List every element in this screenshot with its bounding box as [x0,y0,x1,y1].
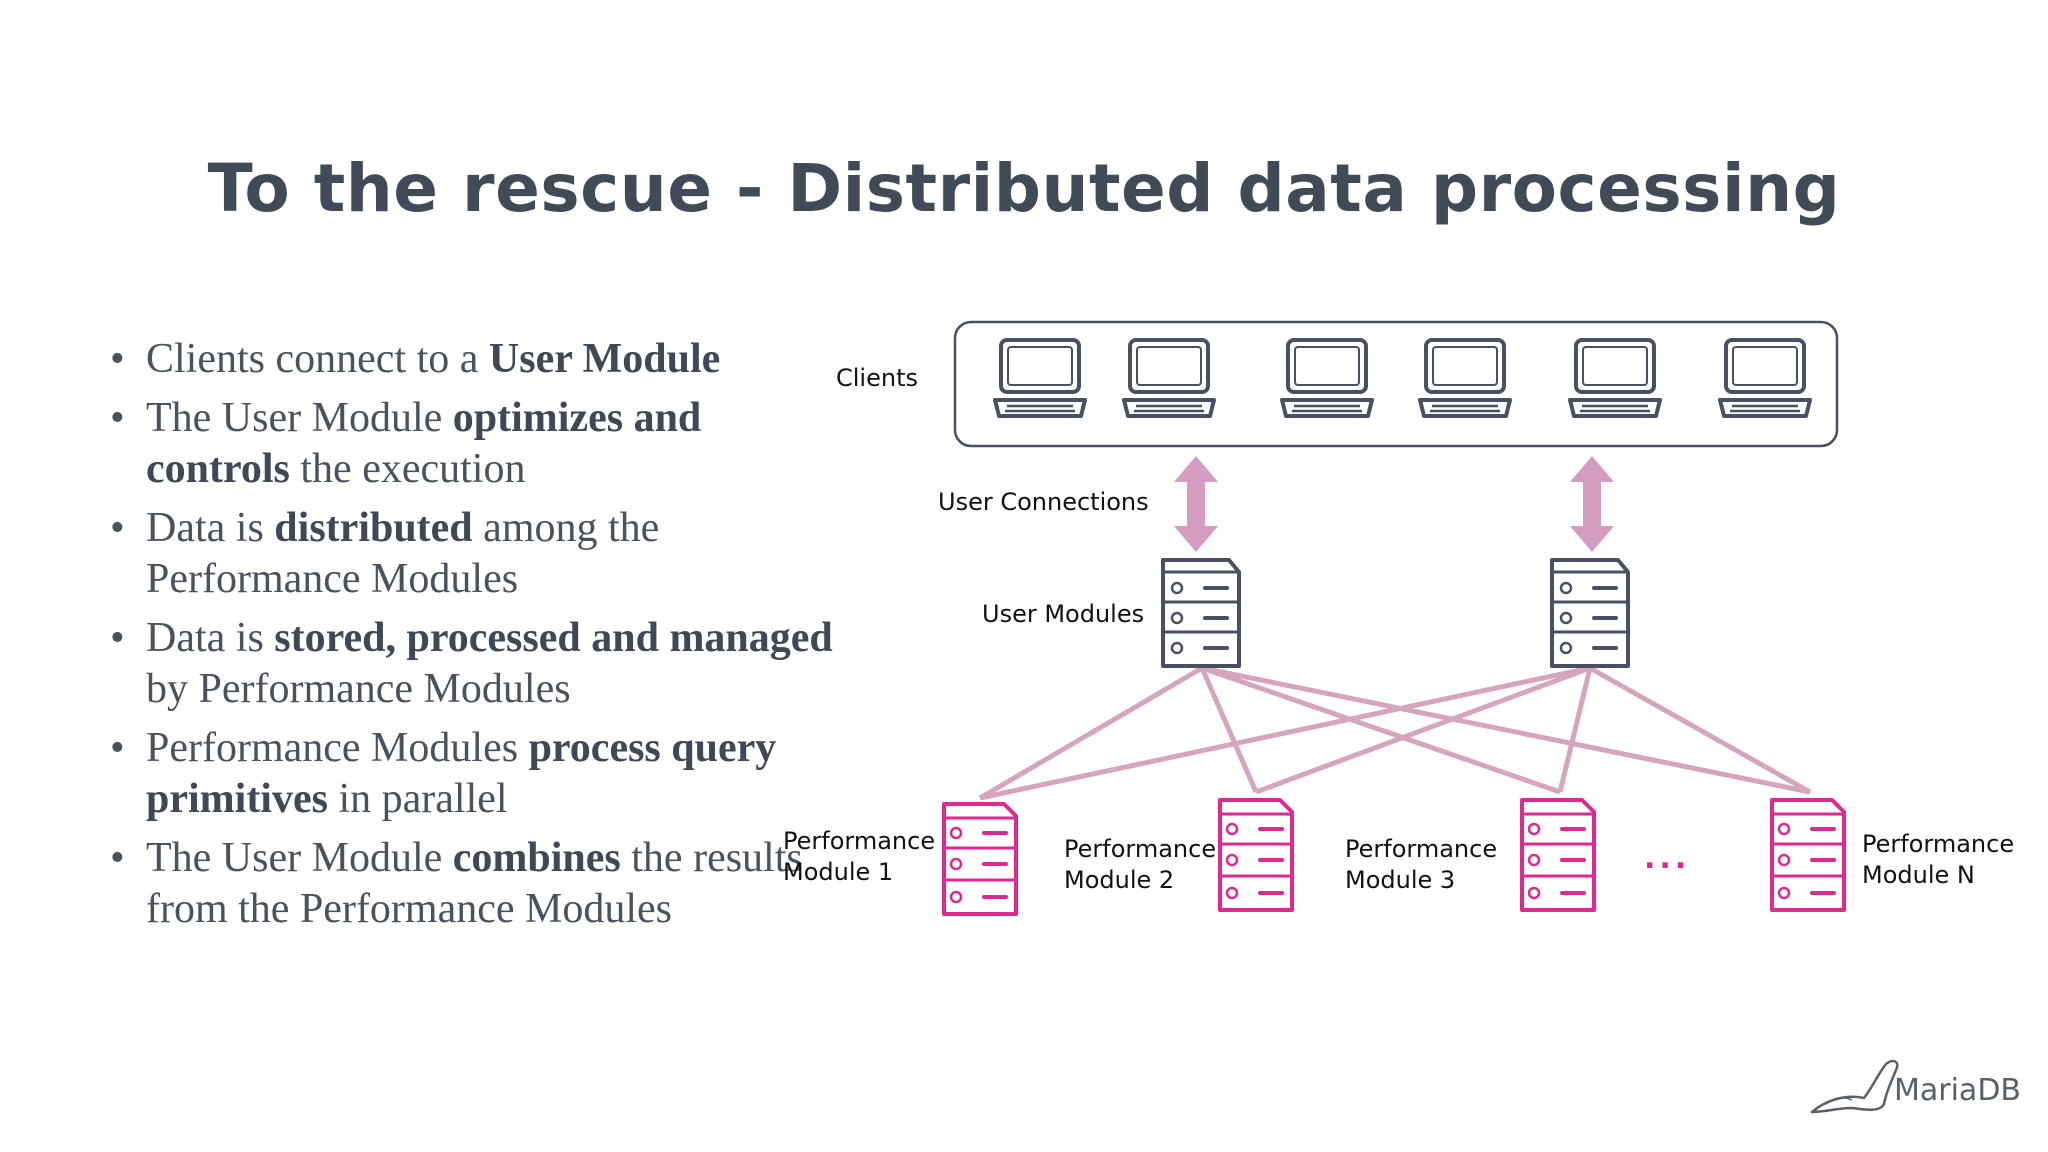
bullet-dot: • [110,725,125,771]
sea-lion-icon [1810,1059,1899,1114]
performance-module-server-icon [1520,798,1596,912]
bullet-item: • Data is stored, processed and managed b… [110,613,850,715]
bullet-dot: • [110,395,125,441]
ellipsis-text: ... [1644,841,1690,876]
pm2-label-line2: Module 2 [1064,866,1174,894]
bullet-text: the results from the Performance Modules [146,835,803,932]
connection-line [1201,665,1811,795]
bullet-emphasis: process query primitives [146,725,777,822]
connection-line [1199,667,1259,793]
bullet-text: among the Performance Modules [146,505,660,602]
bullet-emphasis: optimizes and controls [146,395,702,492]
bullet-text: Data is [146,505,275,551]
client-laptop-icon [1568,338,1662,418]
bullet-item: •The User Module optimizes and controls … [110,393,850,495]
performance-module-server-icon [1770,798,1846,912]
bullet-text: The User Module [146,835,453,881]
user-connection-arrow-icon [1174,456,1218,552]
user-connection-arrow-icon [1570,456,1614,552]
bullet-text: Clients connect to a [146,336,489,382]
pm2-label-line1: Performance [1064,835,1216,863]
mariadb-logo-text: MariaDB [1894,1073,2021,1108]
bullet-emphasis: combines [452,835,621,881]
slide-title: To the rescue - Distributed data process… [207,150,1841,227]
client-laptop-icon [1418,338,1512,418]
bullet-emphasis: stored, processed and managed [274,615,833,661]
pm1-label-line2: Module 1 [783,858,893,886]
client-laptop-icon [993,338,1087,418]
bullet-item: • The User Module combines the results fr… [110,833,850,935]
client-laptop-icon [1280,338,1374,418]
user-module-server-icon [1550,558,1630,668]
connection-line [1588,665,1812,795]
bullet-text: the execution [289,446,526,492]
bullet-list: • Clients connect to a User Module • The Us… [110,334,850,943]
connection-line [1255,665,1591,795]
bullet-text: The User Module [146,395,453,441]
bullet-emphasis: User Module [488,336,721,382]
bullet-emphasis: distributed [274,505,473,551]
user-modules-label: User Modules [982,600,1144,628]
bullet-item: • Data is distributed among the Performan… [110,503,850,605]
clients-label: Clients [836,364,918,392]
connection-line [979,665,1591,801]
bullet-text: by Performance Modules [146,666,571,712]
performance-module-server-icon [1218,798,1294,912]
user-module-server-icon [1161,558,1241,668]
pm1-label-line1: Performance [783,827,935,855]
bullet-dot: • [110,835,125,881]
connection-line [1557,667,1593,793]
client-laptop-icon [1718,338,1812,418]
bullet-text: Data is [146,615,275,661]
module-connections [978,665,1812,801]
bullet-item: • Clients connect to a User Module [110,334,850,385]
client-laptop-icon [1122,338,1216,418]
pmN-label-line2: Module N [1862,861,1975,889]
clients-box [953,320,1839,448]
mariadb-logo: MariaDB [1810,1059,2021,1114]
user-connections-label: User Connections [938,488,1149,516]
pm3-label-line1: Performance [1345,835,1497,863]
bullet-text: Performance Modules [146,725,529,771]
pm3-label-line2: Module 3 [1345,866,1455,894]
bullet-dot: • [110,336,125,382]
connection-line [1201,665,1561,795]
bullet-text: in parallel [327,776,508,822]
bullet-dot: • [110,615,125,661]
pmN-label-line1: Performance [1862,830,2014,858]
performance-module-server-icon [942,802,1018,916]
bullet-dot: • [110,505,125,551]
connection-line [978,665,1204,801]
bullet-item: • Performance Modules process query primi… [110,723,850,825]
